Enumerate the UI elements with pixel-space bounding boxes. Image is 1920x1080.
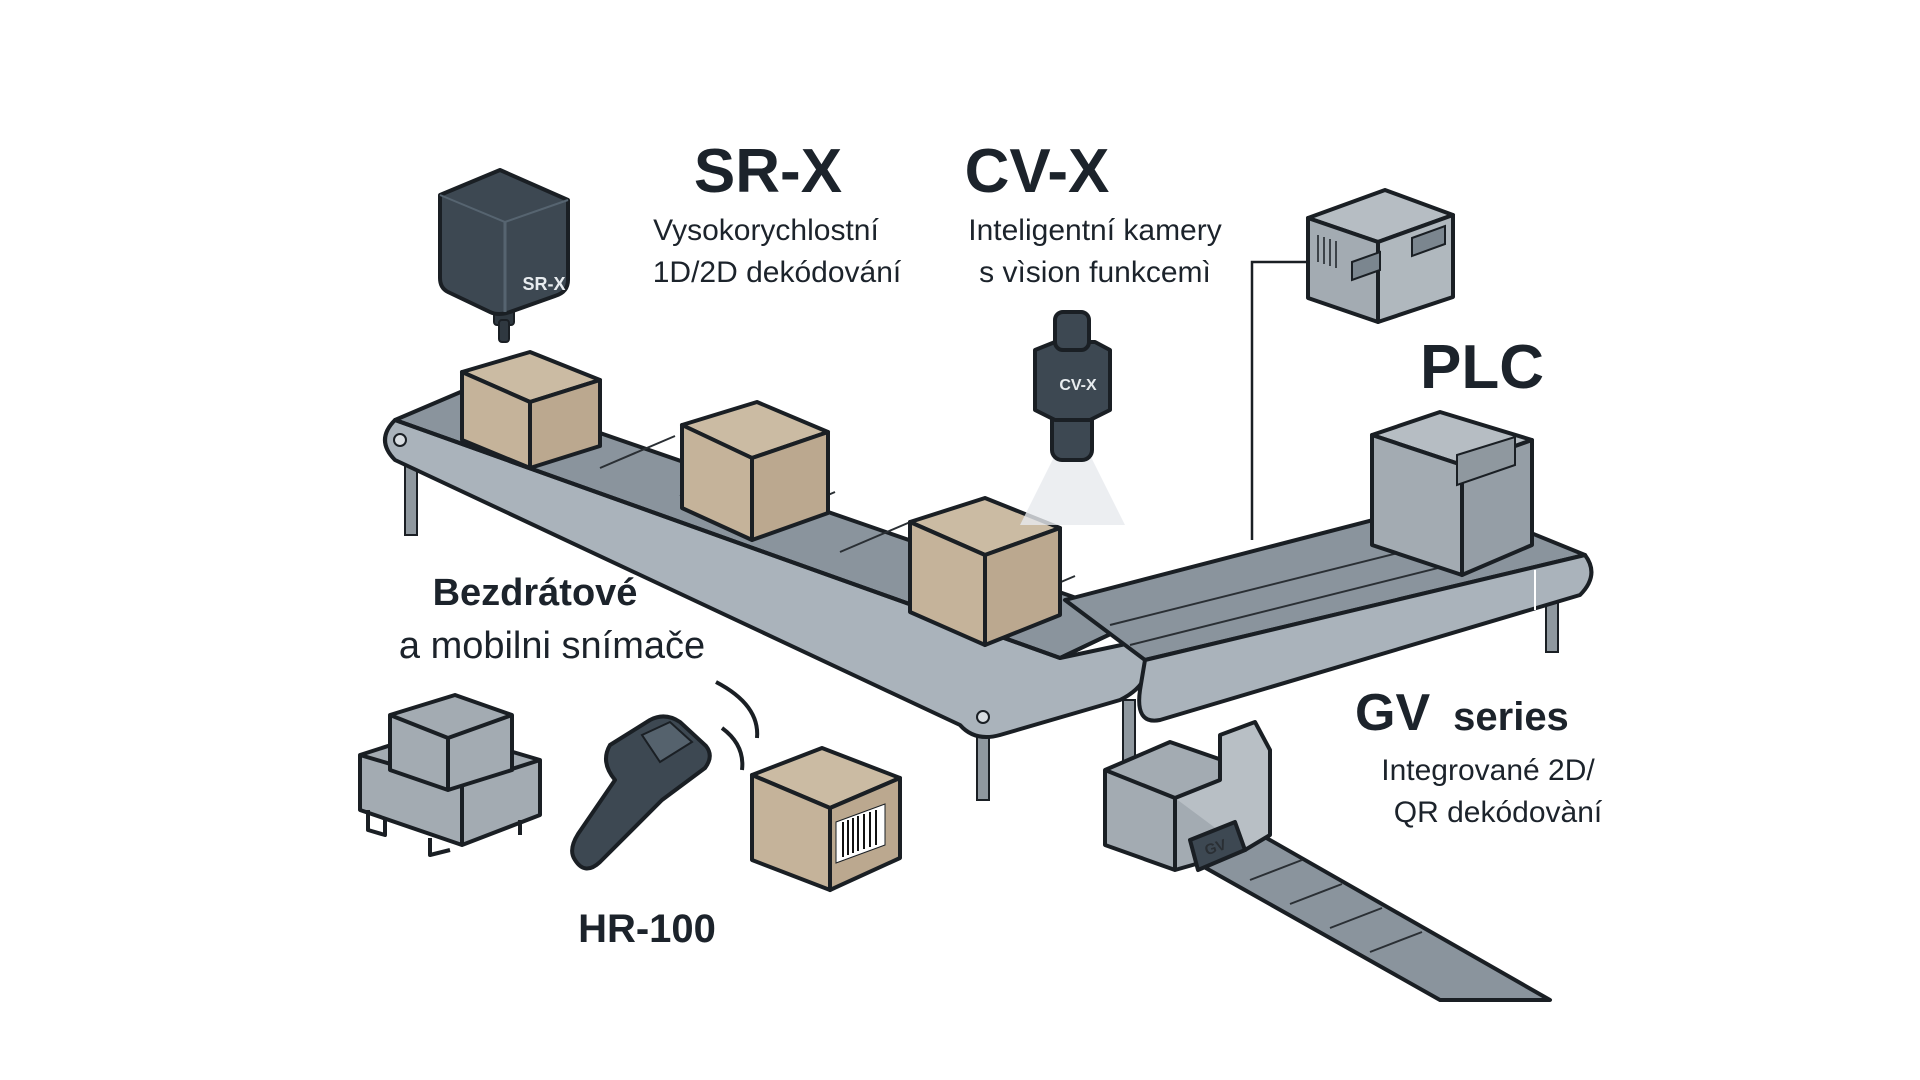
- gv-title-bold: GV: [1355, 684, 1430, 742]
- srx-scanner: SR-X: [438, 168, 570, 343]
- roller-axle: [976, 710, 990, 724]
- gv-title-series: series: [1453, 695, 1569, 739]
- plc-cable: [1250, 260, 1308, 540]
- srx-device-marking: SR-X: [522, 274, 565, 294]
- cvx-camera: CV-X: [1020, 310, 1125, 525]
- hr100-handheld-scanner: [570, 680, 760, 871]
- conveyor-side-frame: [1137, 553, 1594, 723]
- roller-axle: [393, 433, 407, 447]
- barcode-icon: [842, 810, 877, 857]
- barcode-box: [750, 746, 902, 892]
- cardboard-box: [460, 350, 602, 470]
- cvx-description-line2: s vìsion funkcemì: [979, 256, 1211, 289]
- wireless-signal-icon: [720, 726, 745, 771]
- srx-title: SR-X: [694, 137, 842, 206]
- gv-series-scanner: GV: [1103, 720, 1272, 872]
- cardboard-box: [908, 496, 1062, 647]
- plc-title: PLC: [1420, 333, 1544, 402]
- pallet-with-box: [358, 693, 542, 857]
- cvx-title: CV-X: [965, 137, 1110, 206]
- srx-description-line2: 1D/2D dekódování: [653, 256, 902, 289]
- gv-description-line1: Integrované 2D/: [1381, 754, 1595, 787]
- gv-reader-window: [1188, 820, 1247, 872]
- gv-description-line2: QR dekódovàní: [1394, 796, 1603, 829]
- wireless-title-line2: a mobilni snímače: [399, 625, 705, 667]
- cardboard-box: [680, 400, 830, 542]
- wireless-signal-icon: [715, 680, 760, 739]
- camera-light-cone: [1020, 455, 1125, 525]
- wireless-title-line1: Bezdrátové: [433, 572, 638, 614]
- srx-description-line1: Vysokorychlostní: [653, 214, 879, 247]
- gray-package: [1370, 410, 1534, 577]
- gv-title: GV series: [1355, 684, 1569, 742]
- cvx-device-marking: CV-X: [1059, 377, 1097, 394]
- plc-controller: [1306, 188, 1455, 324]
- cvx-description-line1: Inteligentní kamery: [968, 214, 1221, 247]
- gv-device-marking: GV: [1203, 836, 1229, 859]
- hr100-title: HR-100: [578, 907, 716, 951]
